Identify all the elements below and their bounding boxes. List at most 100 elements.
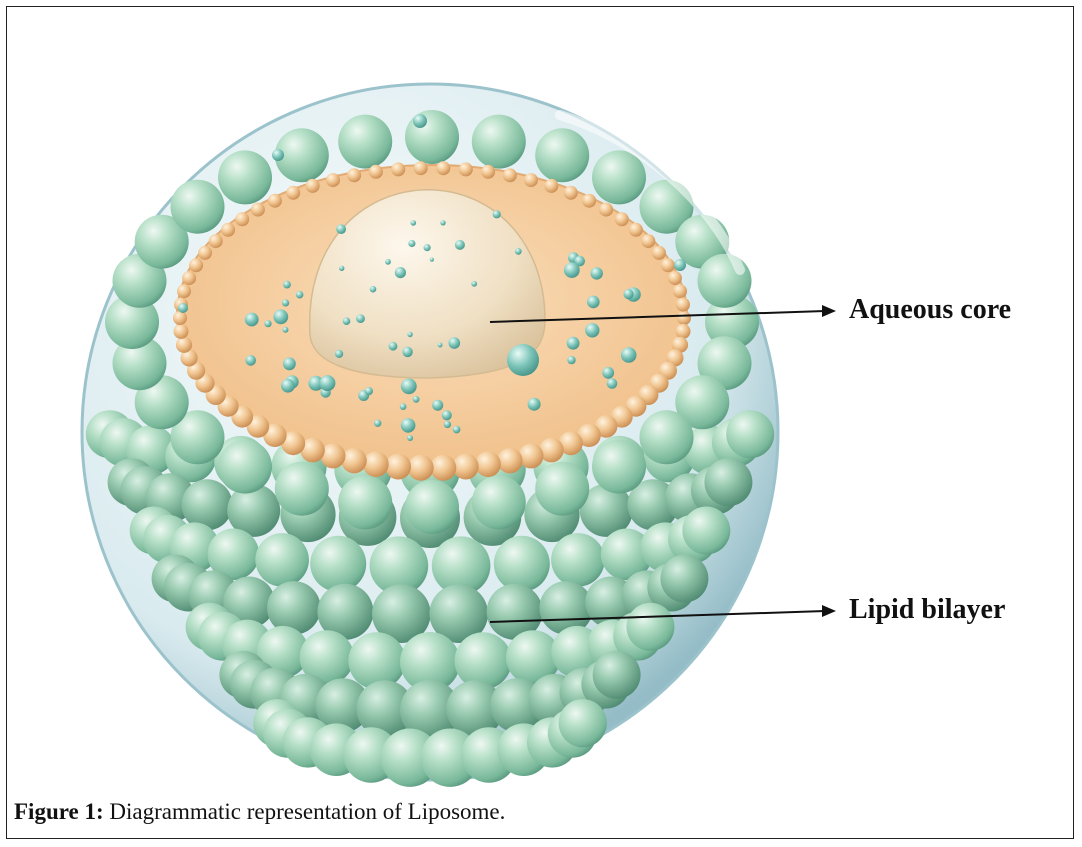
particle bbox=[400, 403, 407, 410]
rim-bead bbox=[436, 161, 450, 175]
bilayer-head bbox=[682, 507, 730, 555]
rim-bead bbox=[668, 271, 682, 285]
rim-bead bbox=[673, 284, 687, 298]
dome-particle bbox=[455, 240, 465, 250]
rim-bead bbox=[391, 162, 405, 176]
bilayer-head bbox=[472, 115, 526, 169]
bilayer-head bbox=[405, 110, 459, 164]
particle bbox=[444, 421, 451, 428]
particle bbox=[282, 299, 289, 306]
rim-bead bbox=[564, 186, 578, 200]
particle bbox=[607, 378, 618, 389]
floating-particle bbox=[272, 149, 284, 161]
bilayer-head bbox=[535, 462, 589, 516]
rim-bead bbox=[209, 234, 223, 248]
particle bbox=[567, 356, 575, 364]
rim-bead bbox=[677, 311, 691, 325]
particle bbox=[319, 375, 335, 391]
rim-bead bbox=[519, 443, 544, 468]
bilayer-head bbox=[310, 536, 366, 592]
figure-caption: Figure 1: Diagrammatic representation of… bbox=[14, 799, 505, 825]
rim-bead bbox=[385, 454, 411, 480]
bilayer-head bbox=[539, 581, 593, 635]
rim-bead bbox=[459, 162, 473, 176]
floating-particle bbox=[413, 114, 427, 128]
bilayer-head bbox=[592, 150, 646, 204]
rim-bead bbox=[341, 448, 366, 473]
particle bbox=[567, 337, 580, 350]
particle bbox=[407, 435, 413, 441]
particle bbox=[564, 262, 580, 278]
particle bbox=[413, 396, 420, 403]
rim-bead bbox=[661, 258, 675, 272]
rim-bead bbox=[176, 337, 192, 353]
bilayer-head bbox=[275, 462, 329, 516]
rim-bead bbox=[481, 165, 495, 179]
dome-particle bbox=[449, 337, 461, 349]
dome-particle bbox=[424, 244, 431, 251]
bilayer-head bbox=[472, 475, 526, 529]
rim-bead bbox=[306, 179, 320, 193]
bilayer-head bbox=[455, 632, 512, 689]
particle bbox=[283, 357, 296, 370]
bilayer-head bbox=[405, 480, 459, 534]
particle bbox=[442, 410, 452, 420]
bilayer-head bbox=[698, 254, 752, 308]
rim-bead bbox=[497, 448, 522, 473]
label-aqueous-core: Aqueous core bbox=[849, 294, 1011, 326]
rim-bead bbox=[363, 451, 389, 477]
particle bbox=[587, 296, 600, 309]
bilayer-head bbox=[559, 699, 607, 747]
dome-particle bbox=[395, 267, 406, 278]
label-lipid-bilayer: Lipid bilayer bbox=[849, 594, 1005, 626]
bilayer-head bbox=[218, 150, 272, 204]
dome-particle bbox=[336, 224, 346, 234]
rim-bead bbox=[414, 161, 428, 175]
rim-bead bbox=[198, 246, 212, 260]
bilayer-head bbox=[218, 440, 272, 494]
rim-bead bbox=[599, 203, 613, 217]
particle bbox=[401, 418, 416, 433]
particle bbox=[374, 420, 381, 427]
rim-bead bbox=[524, 173, 538, 187]
particle bbox=[283, 281, 291, 289]
particle bbox=[591, 267, 603, 279]
bilayer-head bbox=[338, 475, 392, 529]
rim-bead bbox=[652, 246, 666, 260]
rim-bead bbox=[676, 324, 691, 339]
particle bbox=[602, 367, 614, 379]
rim-bead bbox=[544, 179, 558, 193]
particle bbox=[432, 400, 443, 411]
rim-bead bbox=[582, 194, 596, 208]
dome-particle bbox=[370, 286, 377, 293]
rim-bead bbox=[503, 168, 517, 182]
particle bbox=[245, 355, 256, 366]
bilayer-head bbox=[551, 533, 605, 587]
particle bbox=[585, 323, 599, 337]
rim-bead bbox=[189, 258, 203, 272]
rim-bead bbox=[408, 455, 434, 481]
rim-bead bbox=[326, 173, 340, 187]
rim-bead bbox=[615, 212, 629, 226]
rim-bead bbox=[286, 186, 300, 200]
bilayer-head bbox=[704, 458, 752, 506]
rim-bead bbox=[641, 234, 655, 248]
rim-bead bbox=[251, 203, 265, 217]
rim-bead bbox=[221, 223, 235, 237]
particle bbox=[245, 313, 259, 327]
dome-particle bbox=[471, 281, 477, 287]
dome-particle bbox=[407, 332, 412, 337]
core-particle-large bbox=[507, 344, 539, 376]
rim-bead bbox=[453, 454, 479, 480]
rim-bead bbox=[430, 455, 456, 481]
bilayer-head bbox=[494, 536, 550, 592]
dome-particle bbox=[339, 266, 344, 271]
particle bbox=[621, 347, 637, 363]
rim-bead bbox=[629, 223, 643, 237]
bilayer-head bbox=[348, 632, 405, 689]
rim-bead bbox=[177, 284, 191, 298]
bilayer-head bbox=[593, 651, 641, 699]
bilayer-head bbox=[338, 115, 392, 169]
bilayer-head bbox=[267, 581, 321, 635]
